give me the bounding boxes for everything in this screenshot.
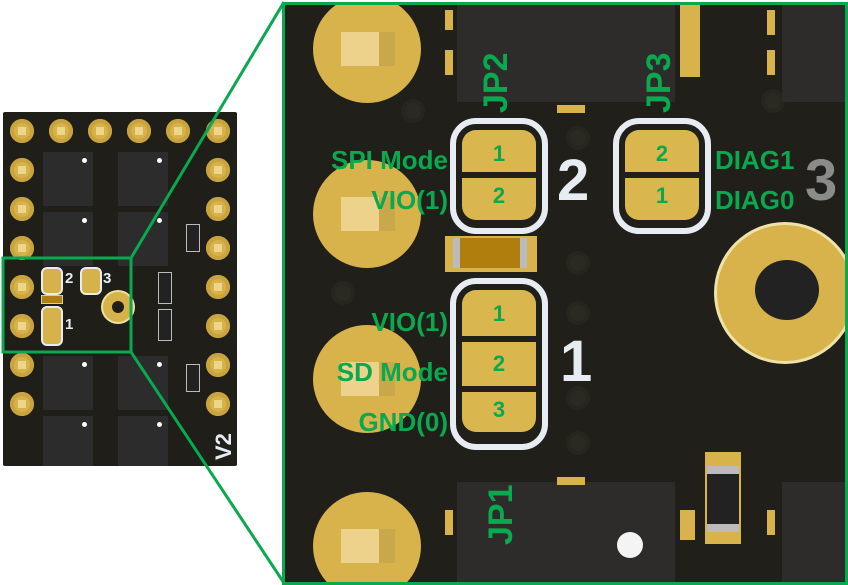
via: [570, 305, 586, 321]
header-pin: [10, 197, 34, 221]
jumper-2-mini: [41, 267, 63, 295]
ic-chip: [43, 416, 93, 466]
zoomed-detail-panel: JP2 JP3 1 2 2 SPI Mode VIO(1) 2 1 DIAG1 …: [282, 2, 848, 585]
smd-component: [186, 224, 200, 252]
via: [405, 103, 421, 119]
header-pin: [206, 197, 230, 221]
header-pin: [206, 275, 230, 299]
jumper-1-mini: [41, 306, 63, 346]
spi-mode-label: SPI Mode: [330, 145, 448, 175]
vio-label: VIO(1): [371, 307, 448, 337]
jumper-1-number: 1: [65, 316, 74, 333]
callout-line-top: [129, 1, 286, 259]
capacitor: [41, 295, 63, 304]
ic-chip: [43, 356, 93, 410]
header-pin: [206, 392, 230, 416]
jp2-jp3-chip: [457, 5, 675, 102]
jp1-chip: [457, 482, 675, 582]
header-pin: [10, 314, 34, 338]
jumper-2-pad-2: 2: [462, 178, 536, 220]
capacitor: [445, 236, 537, 272]
pin1-marker: [617, 532, 643, 558]
ic-chip: [118, 152, 168, 206]
via: [335, 285, 351, 301]
jp3-label: JP3: [640, 52, 678, 114]
jp1-label: JP1: [482, 484, 520, 546]
vio-label: VIO(1): [371, 185, 448, 215]
diag0-label: DIAG0: [715, 185, 795, 215]
header-pin: [206, 314, 230, 338]
header-pin: [127, 119, 151, 143]
jumper-2-number: 2: [557, 148, 590, 213]
jumper-3-pad-2: 2: [625, 130, 699, 172]
header-pin: [10, 275, 34, 299]
smd-resistor: [705, 452, 741, 544]
header-pin: [88, 119, 112, 143]
header-pin-pad: [313, 5, 421, 103]
via: [570, 255, 586, 271]
sd-mode-label: SD Mode: [336, 357, 448, 387]
via: [765, 93, 781, 109]
ic-chip: [118, 356, 168, 410]
jumper-1-pad-2: 2: [462, 342, 536, 386]
header-pin: [10, 236, 34, 260]
smd-component: [186, 364, 200, 392]
header-pin: [206, 353, 230, 377]
ic-chip: [118, 416, 168, 466]
mounting-hole: [103, 292, 133, 322]
jumper-1-number: 1: [560, 329, 593, 394]
smd-component: [158, 309, 172, 341]
header-pin-pad: [313, 492, 421, 582]
ic-chip: [782, 482, 845, 582]
header-pin: [206, 158, 230, 182]
jumper-2-pad-1: 1: [462, 130, 536, 172]
jumper-3-number: 3: [805, 148, 838, 213]
header-pin-pad: [313, 325, 421, 433]
highlight-box: [1, 256, 133, 354]
jumper-1-pad-3: 3: [462, 392, 536, 432]
ic-chip: [43, 152, 93, 206]
solder-jumper-1: 1 2 3: [450, 278, 548, 450]
header-pin: [166, 119, 190, 143]
via: [570, 435, 586, 451]
jumper-3-number: 3: [103, 270, 112, 287]
solder-jumper-2: 1 2: [450, 118, 548, 234]
via: [570, 390, 586, 406]
smd-component: [158, 272, 172, 304]
pcb-overview: 2 3 1 V2: [3, 112, 237, 466]
header-pin: [10, 119, 34, 143]
solder-jumper-3: 2 1: [613, 118, 711, 234]
callout-line-bottom: [129, 351, 286, 584]
jumper-3-pad-1: 1: [625, 178, 699, 220]
jumper-2-number: 2: [65, 270, 74, 287]
header-pin: [10, 353, 34, 377]
diag1-label: DIAG1: [715, 145, 795, 175]
jumper-1-pad-1: 1: [462, 290, 536, 336]
header-pin-pad: [313, 160, 421, 268]
header-pin: [49, 119, 73, 143]
jp2-label: JP2: [477, 52, 515, 114]
ic-chip: [782, 5, 845, 102]
header-pin: [206, 236, 230, 260]
header-pin: [10, 158, 34, 182]
header-pin: [10, 392, 34, 416]
jumper-3-mini: [80, 267, 102, 295]
gnd-label: GND(0): [358, 407, 448, 437]
mounting-hole: [717, 225, 845, 361]
via: [570, 130, 586, 146]
